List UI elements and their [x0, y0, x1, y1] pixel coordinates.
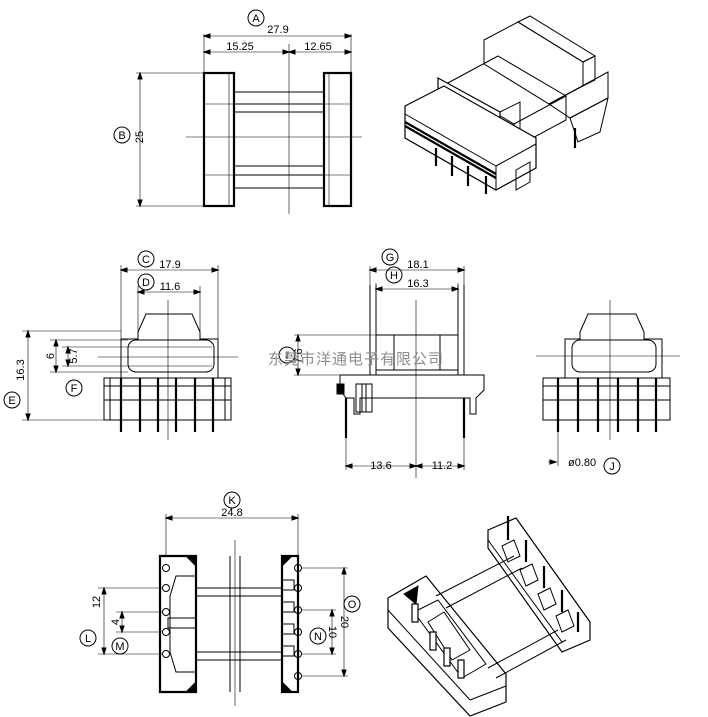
- dim-n: 10: [326, 626, 338, 638]
- top-right-flange: [322, 71, 353, 208]
- front-view: C 17.9 D 11.6 E 16.3 F 6 5.7: [3, 250, 238, 440]
- dim-side-right: 11.2: [432, 460, 453, 472]
- dim-f-bottom: 5.7: [68, 348, 80, 363]
- marker-l: L: [85, 633, 91, 645]
- marker-o: O: [348, 599, 357, 611]
- dim-a-right: 12.65: [304, 41, 332, 53]
- marker-d: D: [142, 277, 150, 289]
- back-view: ø0.80 J: [536, 300, 680, 475]
- marker-g: G: [386, 252, 395, 264]
- dim-g: 18.1: [407, 259, 428, 271]
- dim-f-top: 6: [45, 353, 57, 359]
- side-view: G 18.1 H 16.3 I 7.6 13.6 11.2: [278, 248, 485, 478]
- marker-n: N: [314, 631, 322, 643]
- dim-h: 16.3: [407, 278, 428, 290]
- dim-d: 11.6: [160, 281, 181, 293]
- top-view: A 27.9 15.25 12.65 B 25: [113, 9, 362, 214]
- isometric-view-top: [404, 15, 609, 194]
- dim-c: 17.9: [159, 259, 180, 271]
- marker-f: F: [71, 383, 78, 395]
- marker-i: I: [285, 350, 288, 362]
- dim-l: 12: [91, 596, 103, 608]
- dim-b: 25: [134, 131, 146, 143]
- dim-o: 20: [338, 616, 350, 628]
- marker-e: E: [8, 395, 15, 407]
- isometric-view-bottom: [387, 516, 591, 717]
- top-left-flange: [202, 71, 236, 208]
- marker-a: A: [252, 13, 260, 25]
- marker-k: K: [228, 495, 236, 507]
- dim-j: ø0.80: [568, 457, 596, 469]
- marker-j: J: [609, 461, 615, 473]
- watermark-text: 东莞市洋通电子有限公司: [268, 351, 444, 368]
- dim-k: 24.8: [221, 507, 242, 519]
- bottom-view: K 24.8 L 12 M 4 N 10 O 2: [79, 491, 361, 706]
- marker-c: C: [142, 254, 150, 266]
- dim-m: 4: [110, 619, 122, 625]
- dim-a-left: 15.25: [226, 41, 254, 53]
- marker-h: H: [390, 270, 398, 282]
- dim-side-left: 13.6: [370, 460, 391, 472]
- marker-b: B: [118, 130, 125, 142]
- dim-i: 7.6: [293, 348, 305, 363]
- dim-a: 27.9: [267, 24, 288, 36]
- dim-e: 16.3: [15, 359, 27, 380]
- marker-m: M: [115, 641, 124, 653]
